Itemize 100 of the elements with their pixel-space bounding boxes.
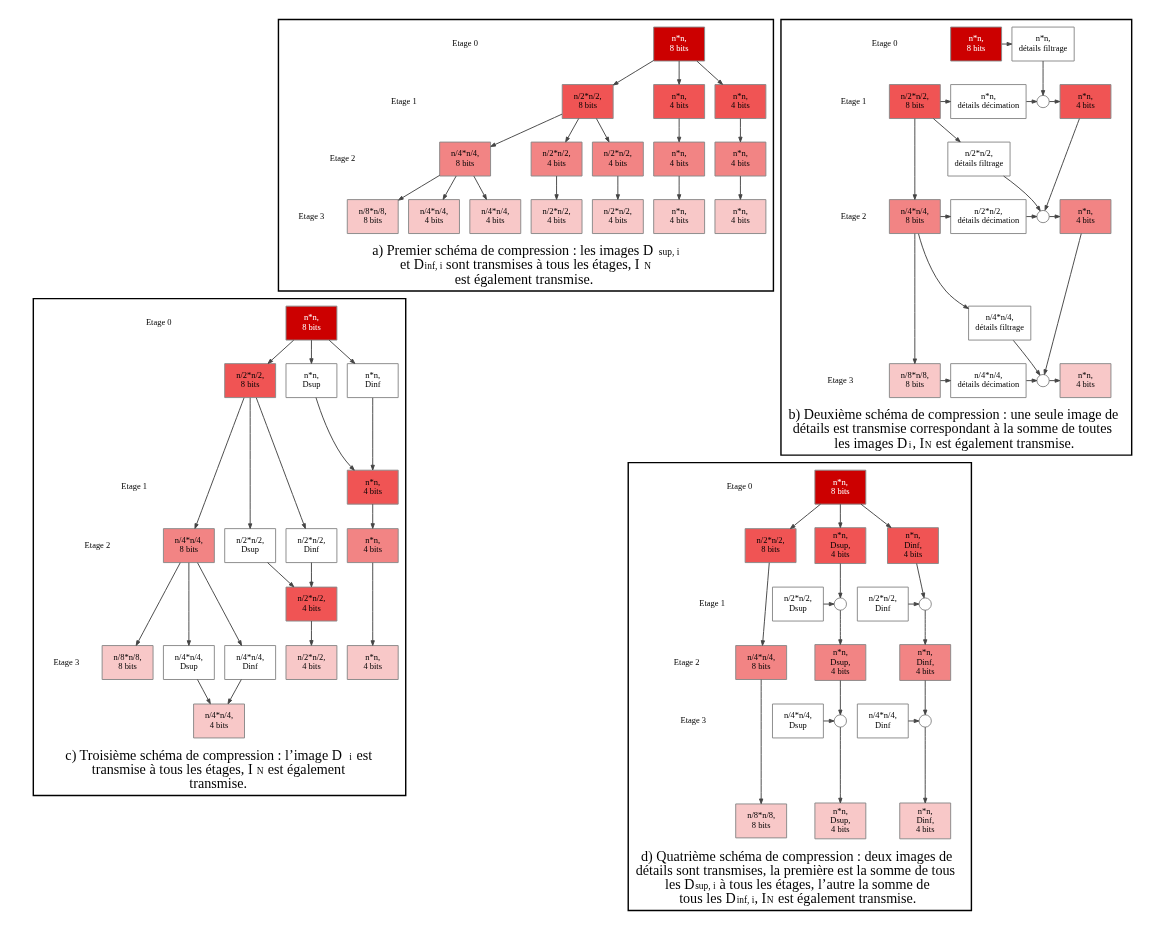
node-box: n/2*n/2, Dinf	[285, 528, 338, 564]
arrow	[1003, 175, 1041, 212]
node-box: n/2*n/2, 4 bits	[591, 141, 644, 177]
node-box: n/2*n/2, Dinf	[856, 586, 909, 622]
node-box: n*n, Dsup, 4 bits	[814, 527, 867, 564]
arrow	[135, 562, 181, 646]
arrow	[595, 118, 610, 143]
node-box: n*n, 8 bits	[950, 26, 1003, 62]
arrow	[397, 174, 441, 201]
node-box: n/4*n/4, Dsup	[772, 703, 824, 739]
arrow	[677, 175, 682, 200]
node-box: n*n, 4 bits	[346, 645, 399, 680]
arrow	[490, 113, 563, 147]
node-box: n/4*n/4, détails filtrage	[968, 305, 1032, 341]
label: Etage 2	[840, 210, 867, 221]
arrow	[939, 378, 951, 383]
node-box: n/2*n/2, 8 bits	[224, 363, 277, 399]
node-box: n*n, 4 bits	[1059, 84, 1112, 119]
node-box: n*n, 8 bits	[814, 469, 867, 505]
node-box: n*n, 4 bits	[653, 141, 706, 177]
node-box: n/4*n/4, 8 bits	[735, 645, 788, 680]
label: Etage 3	[53, 656, 80, 667]
node-circle	[918, 714, 932, 728]
node-box: n*n, détails filtrage	[1011, 26, 1075, 62]
arrow	[696, 60, 723, 85]
arrow	[738, 175, 743, 200]
arrow	[328, 339, 356, 364]
node-box: n/4*n/4, 4 bits	[469, 199, 522, 234]
node-box: n*n, 4 bits	[346, 469, 399, 505]
node-box: n*n, 4 bits	[1059, 199, 1112, 234]
node-circle	[918, 597, 932, 611]
arrow	[738, 118, 743, 143]
node-box: n/2*n/2, Dsup	[224, 528, 277, 564]
arrow	[267, 339, 295, 364]
arrow	[186, 562, 191, 646]
arrow	[1048, 378, 1061, 383]
arrow	[1025, 214, 1038, 219]
arrow	[309, 339, 314, 364]
node-box: n/4*n/4, Dinf	[224, 645, 277, 680]
arrow	[907, 601, 920, 607]
label: Etage 0	[726, 481, 753, 492]
node-box: n*n, Dinf, 4 bits	[899, 802, 952, 840]
node-box: n*n, Dinf, 4 bits	[887, 527, 939, 564]
node-box: n/2*n/2, 4 bits	[530, 199, 583, 234]
label: Etage 2	[673, 656, 700, 667]
arrow	[1025, 378, 1038, 383]
arrow	[197, 562, 242, 646]
label: Etage 1	[121, 481, 148, 492]
node-box: n*n, 4 bits	[346, 528, 399, 564]
node-box: n/4*n/4, 8 bits	[439, 141, 492, 177]
arrow	[912, 233, 917, 365]
arrow	[473, 175, 487, 200]
arrow	[370, 562, 375, 646]
arrow	[677, 60, 682, 85]
arrow	[838, 679, 843, 716]
node-box: n/4*n/4, 4 bits	[193, 703, 245, 739]
arrow	[194, 397, 245, 529]
arrow	[912, 118, 917, 200]
arrow	[227, 679, 242, 705]
node-box: n/2*n/2, 8 bits	[888, 84, 941, 119]
arrow	[612, 60, 655, 86]
node-box: n*n, 4 bits	[714, 141, 767, 177]
node-box: n*n, 8 bits	[653, 26, 706, 62]
arrow	[1025, 99, 1038, 104]
node-box: n/2*n/2, 4 bits	[285, 586, 338, 622]
arrow	[838, 726, 843, 804]
arrow	[554, 175, 559, 200]
arrow	[838, 609, 843, 645]
arrow	[370, 503, 375, 529]
arrow	[248, 397, 253, 529]
node-box: n*n, détails décimation	[950, 84, 1027, 119]
arrow	[923, 609, 928, 645]
node-circle	[833, 597, 847, 611]
arrow	[1001, 41, 1013, 47]
node-box: n/8*n/8, 8 bits	[888, 363, 941, 399]
node-box: n*n, 4 bits	[714, 199, 767, 234]
node-box: n/2*n/2, 8 bits	[561, 84, 614, 119]
arrow	[677, 118, 682, 143]
arrow	[1043, 233, 1082, 375]
node-box: n/2*n/2, détails décimation	[950, 199, 1027, 234]
node-circle	[1036, 374, 1050, 388]
node-circle	[833, 714, 847, 728]
label: Etage 3	[298, 210, 325, 221]
node-box: n/2*n/2, 8 bits	[744, 528, 797, 564]
arrow	[759, 679, 764, 805]
arrow	[939, 99, 951, 104]
label: Etage 0	[871, 38, 898, 49]
arrow	[196, 679, 211, 705]
label: Etage 0	[452, 38, 478, 49]
arrow	[790, 503, 821, 530]
arrow	[1044, 118, 1080, 211]
arrow	[1048, 99, 1061, 104]
node-box: n/2*n/2, Dsup	[772, 586, 824, 622]
arrow	[255, 397, 306, 529]
arrow	[309, 620, 314, 646]
node-box: n*n, 4 bits	[653, 84, 706, 119]
arrow	[918, 233, 969, 310]
node-box: n*n, Dsup	[285, 363, 338, 399]
node-box: n*n, 4 bits	[1059, 363, 1112, 399]
arrow	[823, 601, 835, 607]
